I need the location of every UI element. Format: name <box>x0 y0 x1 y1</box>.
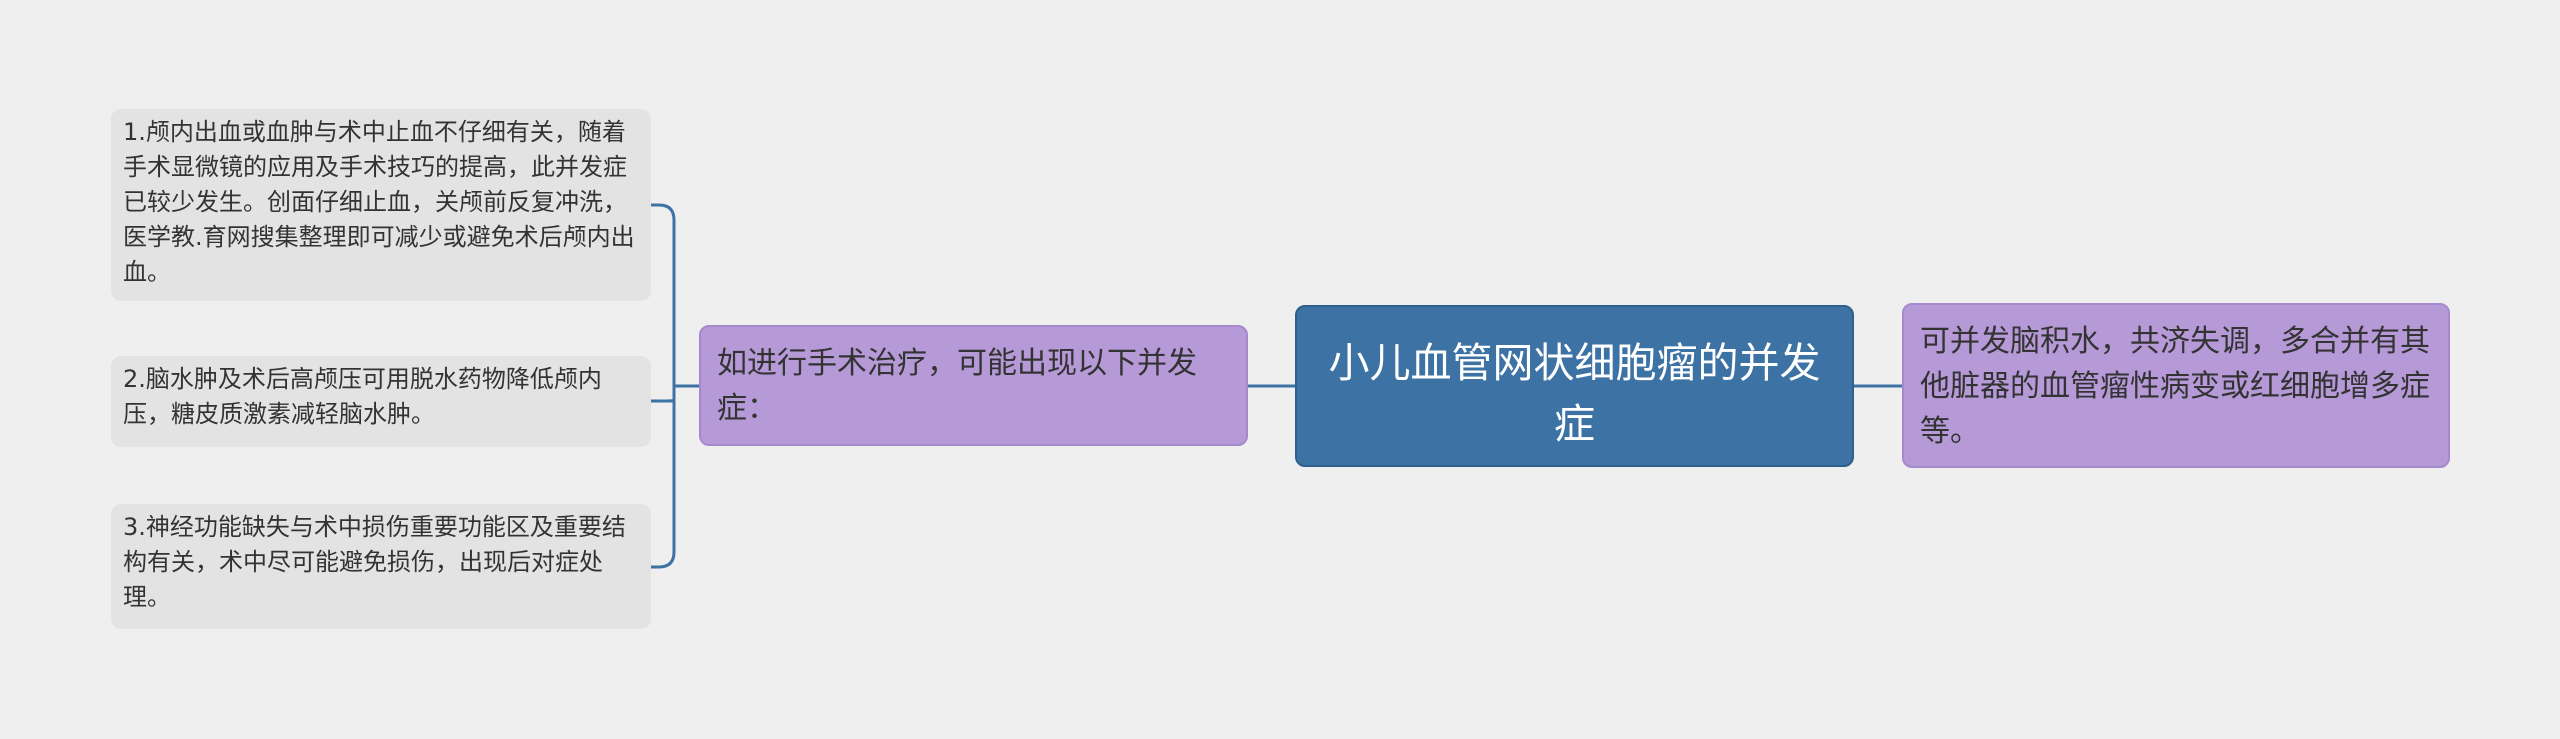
leaf-node-intracranial-hemorrhage[interactable]: 1.颅内出血或血肿与术中止血不仔细有关，随着手术显微镜的应用及手术技巧的提高，此… <box>111 109 651 301</box>
leaf-node-neurologic-deficit[interactable]: 3.神经功能缺失与术中损伤重要功能区及重要结构有关，术中尽可能避免损伤，出现后对… <box>111 504 651 629</box>
branch-label: 可并发脑积水，共济失调，多合并有其他脏器的血管瘤性病变或红细胞增多症等。 <box>1920 324 2430 449</box>
leaf-node-cerebral-edema[interactable]: 2.脑水肿及术后高颅压可用脱水药物降低颅内压，糖皮质激素减轻脑水肿。 <box>111 356 651 447</box>
root-title: 小儿血管网状细胞瘤的并发症 <box>1328 339 1821 448</box>
root-node[interactable]: 小儿血管网状细胞瘤的并发症 <box>1295 305 1854 467</box>
leaf-label: 3.神经功能缺失与术中损伤重要功能区及重要结构有关，术中尽可能避免损伤，出现后对… <box>123 513 626 611</box>
branch-node-surgery-complications[interactable]: 如进行手术治疗，可能出现以下并发症： <box>699 325 1248 446</box>
leaf-label: 1.颅内出血或血肿与术中止血不仔细有关，随着手术显微镜的应用及手术技巧的提高，此… <box>123 118 635 286</box>
branch-label: 如进行手术治疗，可能出现以下并发症： <box>717 346 1197 426</box>
leaf-label: 2.脑水肿及术后高颅压可用脱水药物降低颅内压，糖皮质激素减轻脑水肿。 <box>123 365 602 428</box>
branch-node-complications[interactable]: 可并发脑积水，共济失调，多合并有其他脏器的血管瘤性病变或红细胞增多症等。 <box>1902 303 2450 468</box>
connector-left-bracket <box>651 203 699 569</box>
